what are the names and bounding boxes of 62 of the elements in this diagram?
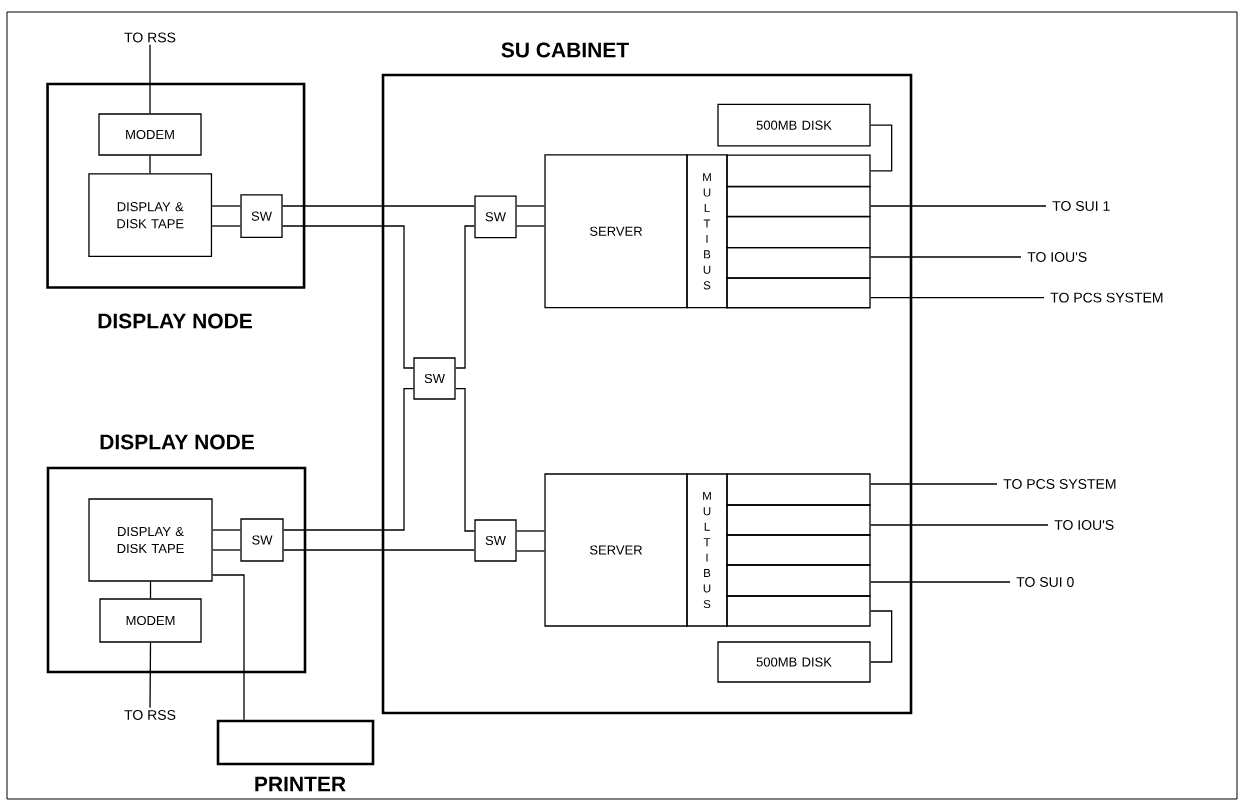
connector-line [870, 256, 1022, 258]
connector-line [283, 387, 414, 531]
connector-line [516, 225, 545, 227]
node-title: PRINTER [255, 776, 346, 792]
endpoint-label: TO RSS [124, 710, 176, 720]
endpoint-label: TO PCS SYSTEM [1003, 479, 1116, 489]
endpoint-label: TO PCS SYSTEM [1050, 292, 1163, 303]
card-slot [726, 564, 871, 597]
connector-line [283, 549, 475, 551]
connector-line [870, 581, 1011, 583]
card-slot [726, 246, 871, 279]
endpoint-label: TO RSS [124, 32, 176, 43]
connector-line [870, 205, 1047, 207]
connector-line [455, 225, 475, 369]
switch-box: SW [240, 194, 283, 239]
endpoint-label: TO IOU'S [1054, 520, 1114, 530]
node-title: DISPLAY NODE [98, 313, 252, 329]
node-title: SU CABINET [501, 42, 629, 58]
connector-line [211, 225, 241, 227]
connector-line [870, 483, 998, 485]
connector-line [870, 296, 1045, 299]
connector-line [149, 581, 152, 599]
connector-line [870, 124, 893, 172]
connector-line [211, 205, 241, 207]
connector-line [455, 387, 475, 532]
connector-line [282, 225, 414, 369]
bus-box: MULTIBUS [686, 154, 728, 309]
endpoint-label: TO IOU'S [1027, 252, 1087, 262]
node-title: DISPLAY NODE [100, 434, 254, 450]
modem-box: MODEM [99, 598, 202, 643]
connector-line [870, 610, 893, 663]
switch-box: SW [474, 195, 517, 239]
card-slot [726, 154, 871, 188]
display-unit-box: DISPLAY & DISK TAPE [88, 498, 213, 582]
endpoint-label: TO SUI 0 [1016, 577, 1074, 587]
card-slot [726, 504, 871, 536]
display-unit-box: DISPLAY & DISK TAPE [88, 173, 213, 258]
connector-line [212, 574, 245, 721]
connector-line [282, 205, 475, 207]
switch-box: SW [240, 518, 284, 562]
connector-line [149, 642, 152, 709]
server-box: SERVER [544, 154, 688, 309]
connector-line [516, 205, 545, 207]
switch-box: SW [474, 519, 517, 562]
card-slot [726, 595, 871, 627]
bus-box: MULTIBUS [686, 473, 728, 627]
switch-box: SW [413, 357, 456, 400]
connector-line [516, 550, 545, 552]
card-slot [726, 473, 871, 506]
card-slot [726, 215, 871, 249]
connector-line [212, 549, 241, 551]
card-slot [726, 185, 871, 218]
connector-line [516, 530, 545, 532]
card-slot [726, 277, 871, 309]
endpoint-label: TO SUI 1 [1052, 201, 1110, 211]
modem-box: MODEM [98, 113, 202, 156]
connector-line [212, 529, 241, 531]
connector-line [149, 155, 151, 174]
server-box: SERVER [544, 473, 688, 627]
connector-line [870, 524, 1049, 526]
card-slot [726, 534, 871, 566]
connector-line [149, 44, 151, 114]
